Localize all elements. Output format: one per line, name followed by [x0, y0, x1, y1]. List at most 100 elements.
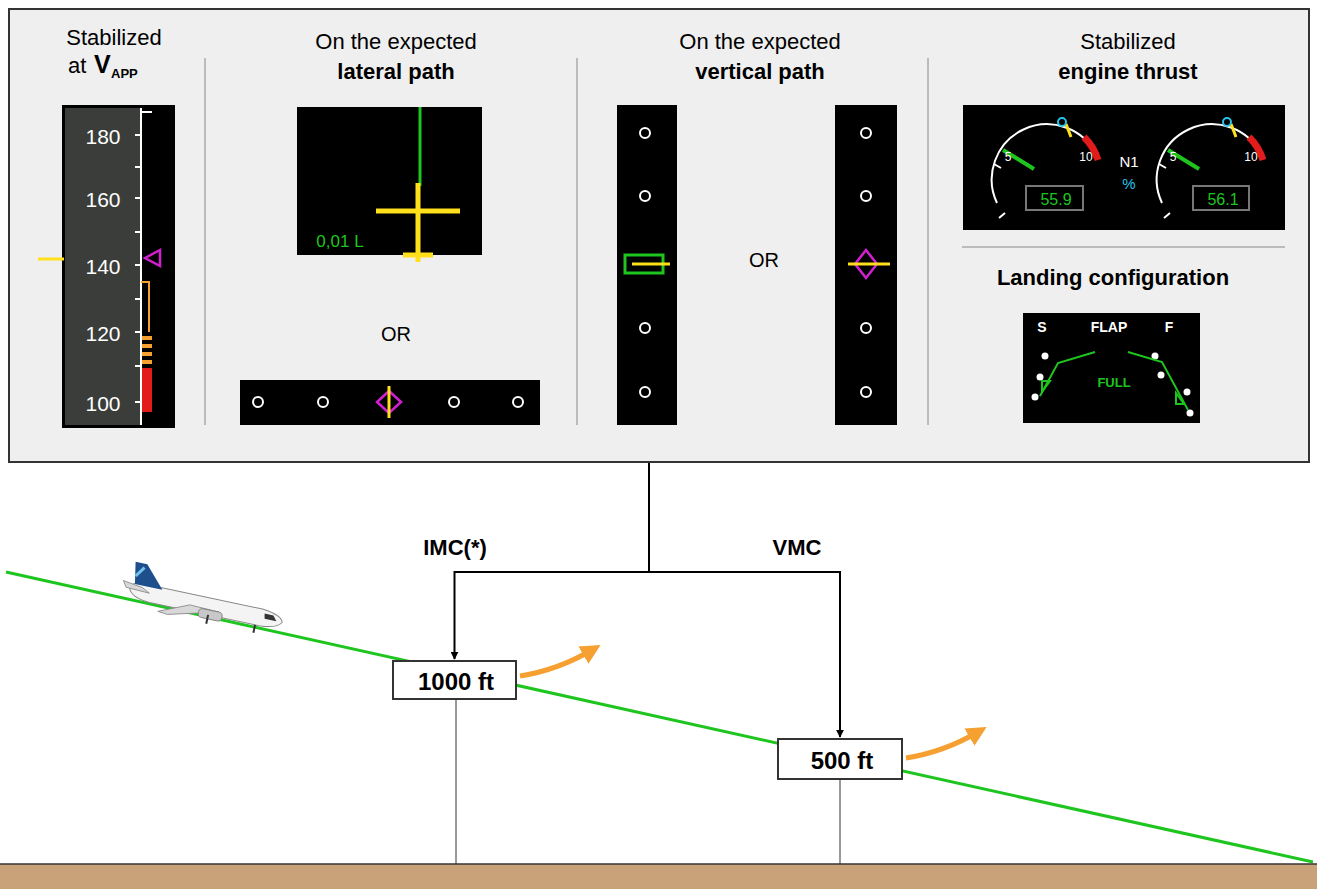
n1-gauge-part: [1223, 118, 1231, 126]
speed-value: 160: [85, 188, 120, 211]
flap-display-part-part: [1128, 352, 1188, 410]
scale-number: 5: [1005, 151, 1012, 164]
go-around-arrow-part: [520, 650, 592, 676]
speed-tape-part-part: [135, 331, 141, 333]
n1-gauge-part: [1231, 124, 1236, 137]
n1-gauge-part: [994, 164, 1001, 168]
aircraft-part: [264, 614, 278, 622]
gauge-label: N1: [1119, 154, 1138, 171]
n1-gauge-part: [1168, 150, 1199, 169]
section-separator: [205, 58, 1285, 425]
height-box: 1000 ft: [392, 660, 517, 700]
subscript: APP: [111, 67, 138, 81]
speed-tape-display: 180160140120100: [64, 107, 177, 430]
aircraft-part: [206, 615, 208, 624]
heading: at: [68, 54, 86, 78]
section-separator-part: [962, 247, 1285, 248]
panel: StabilizedatVAPPOn the expectedlateral p…: [8, 8, 1310, 463]
heading: vertical path: [695, 60, 825, 84]
flap-label: S: [1037, 320, 1046, 335]
speed-tape-part-part: [135, 264, 141, 266]
n1-gauge-part: [963, 105, 1285, 230]
vertical-deviation-scale: [617, 105, 897, 425]
speed-tape-part-part: [135, 298, 141, 300]
lateral-deviation-scale-part: [240, 380, 540, 425]
speed-value: 100: [85, 392, 120, 415]
section-separator-part: [205, 58, 206, 425]
speed-tape-part: [142, 368, 152, 412]
vertical-deviation-scale-part-part: [861, 128, 871, 138]
edge-label: IMC(*): [423, 536, 487, 560]
vertical-deviation-scale-part: [835, 105, 897, 425]
speed-tape-part: [65, 108, 141, 425]
vertical-deviation-scale-part: [848, 263, 890, 266]
speed-tape-part: [142, 332, 152, 370]
height-marker-line-part: [456, 700, 457, 864]
flap-display: [1023, 313, 1200, 423]
aircraft-part: [122, 581, 151, 594]
scale-number: 10: [1079, 151, 1092, 164]
go-around-arrow-part: [906, 732, 978, 758]
speed-tape-part: [38, 258, 64, 261]
flight-director-display-part: [403, 253, 433, 258]
lateral-deviation-scale-part-part: [318, 397, 328, 407]
or-label: OR: [381, 323, 411, 345]
descent-path-part: [6, 572, 1313, 862]
connector-arrow: [649, 463, 840, 737]
vertical-deviation-scale-part: [632, 263, 670, 266]
ground-part: [0, 864, 1317, 889]
ground-part: [0, 863, 1317, 865]
speed-tape-part: [141, 111, 152, 113]
vertical-deviation-scale-part-part: [861, 191, 871, 201]
flap-display-part: [1032, 353, 1194, 417]
heading: lateral path: [337, 60, 454, 84]
n1-gauge-part: [1157, 124, 1262, 203]
scale-number: 5: [1170, 151, 1177, 164]
speed-value: 180: [85, 125, 120, 148]
section-separator-part: [928, 58, 929, 425]
heading: On the expected: [679, 30, 840, 54]
heading: Stabilized: [1080, 30, 1175, 54]
lateral-display: 0,01 L: [299, 109, 484, 257]
n1-gauge-part: [1003, 150, 1034, 169]
flight-director-display-part: [416, 183, 421, 262]
descent-path: [6, 572, 1313, 862]
ground: [0, 864, 1317, 889]
flap-display-part: [1023, 313, 1200, 423]
speed-tape-part: [140, 108, 142, 425]
speed-tape-part-part: [135, 365, 141, 367]
heading: On the expected: [315, 30, 476, 54]
aircraft: [118, 560, 288, 639]
vertical-deviation-scale-part: [617, 105, 677, 425]
speed-value: 120: [85, 322, 120, 345]
height-label: 1000 ft: [418, 669, 494, 695]
flap-display-part-part: [1042, 353, 1049, 360]
edge-label: VMC: [773, 536, 822, 560]
flap-display-part-part: [1187, 410, 1194, 417]
flap-display-part-part: [1176, 393, 1184, 404]
lateral-deviation-scale-part-part: [253, 397, 263, 407]
height-box: 500 ft: [777, 738, 903, 780]
flap-display-part-part: [1032, 394, 1039, 401]
heading: Landing configuration: [997, 266, 1229, 290]
go-around-arrow: [520, 650, 978, 758]
heading: Stabilized: [66, 26, 161, 50]
flap-label: F: [1165, 320, 1174, 335]
speed-tape: [38, 105, 175, 428]
n1-gauge-part: [992, 124, 1097, 203]
panel-ground-part: [8, 8, 1310, 463]
speed-tape-part-part: [135, 134, 141, 136]
n1-gauge: [963, 105, 1285, 230]
aircraft-part: [128, 581, 284, 630]
lateral-deviation-scale-part: [388, 386, 391, 418]
unit-label: %: [1122, 176, 1135, 193]
vertical-deviation-scale-part-part: [640, 128, 650, 138]
n1-value: 56.1: [1207, 191, 1238, 209]
speed-tape-part: [145, 250, 160, 266]
flap-display-part-part: [1042, 381, 1050, 392]
aircraft-part: [198, 608, 223, 622]
n1-readout: 56.1: [1192, 185, 1250, 211]
